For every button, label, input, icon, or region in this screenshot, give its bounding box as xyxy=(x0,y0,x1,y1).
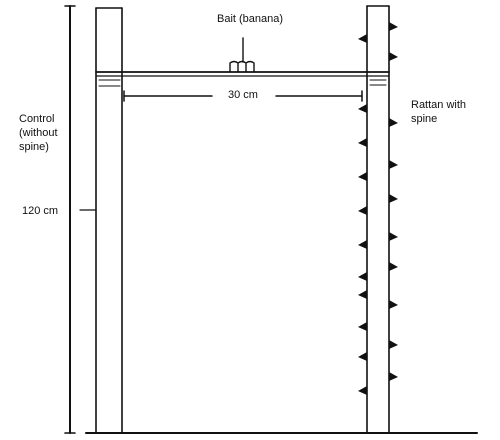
spine xyxy=(358,138,367,147)
distance-dimension-line xyxy=(123,90,363,102)
spine xyxy=(358,206,367,215)
height-dimension-line xyxy=(64,5,96,434)
rattan-label-line-1: Rattan with xyxy=(411,99,467,111)
spine xyxy=(389,372,398,381)
spine xyxy=(389,300,398,309)
spine xyxy=(358,290,367,299)
control-label-line-2: (without xyxy=(19,127,58,139)
spine xyxy=(358,322,367,331)
spine xyxy=(358,352,367,361)
spine xyxy=(358,240,367,249)
spine xyxy=(358,386,367,395)
spine xyxy=(389,22,398,31)
spine xyxy=(389,262,398,271)
bait-banana xyxy=(229,37,255,73)
rattan-spines xyxy=(358,22,398,395)
spine xyxy=(389,160,398,169)
spine xyxy=(389,118,398,127)
spine xyxy=(358,272,367,281)
spine xyxy=(389,340,398,349)
spine xyxy=(358,34,367,43)
crossbar xyxy=(95,71,390,77)
spine xyxy=(358,172,367,181)
rattan-label: Rattan with spine xyxy=(411,98,466,126)
rattan-label-line-2: spine xyxy=(411,113,438,125)
spine xyxy=(389,52,398,61)
distance-label: 30 cm xyxy=(228,89,258,101)
spine xyxy=(389,194,398,203)
control-label: Control (without spine) xyxy=(19,112,58,154)
rattan-pole xyxy=(366,5,390,434)
spine xyxy=(389,232,398,241)
control-label-line-1: Control xyxy=(19,113,55,125)
height-label: 120 cm xyxy=(22,205,59,217)
control-label-line-3: spine) xyxy=(19,141,49,153)
bait-label: Bait (banana) xyxy=(217,13,284,25)
spine xyxy=(358,104,367,113)
control-pole xyxy=(95,7,123,434)
